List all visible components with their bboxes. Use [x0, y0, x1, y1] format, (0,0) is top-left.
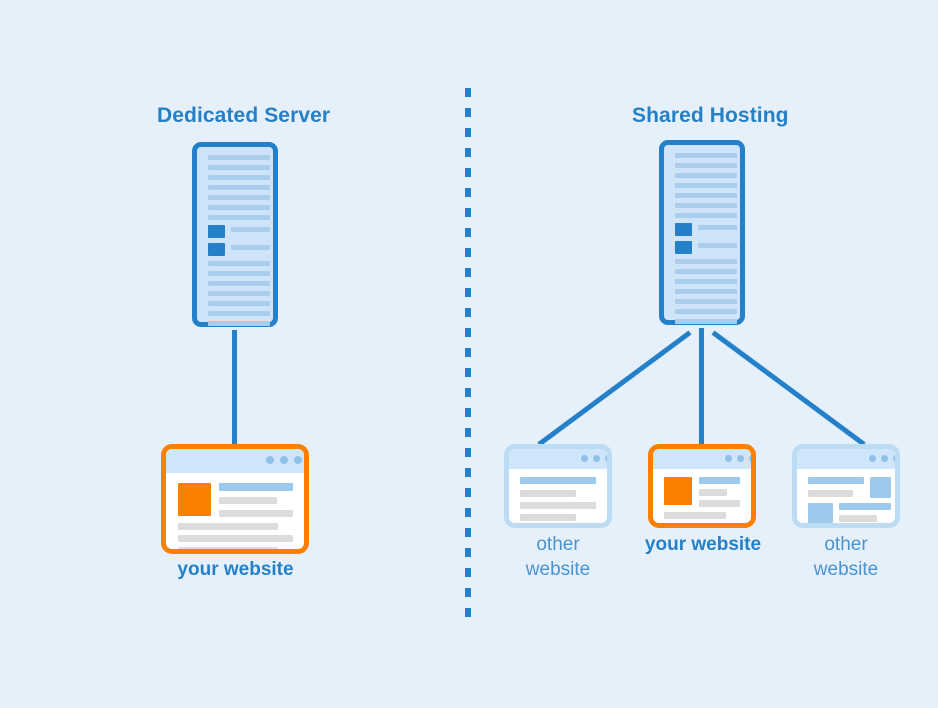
- content-headline-bar: [839, 503, 891, 510]
- window-dot-icon: [881, 455, 888, 462]
- window-dots: [266, 456, 302, 464]
- site-caption-other-website-right: other website: [813, 534, 879, 580]
- window-dot-icon: [266, 456, 274, 464]
- content-text-bar: [520, 514, 576, 521]
- panel-title-dedicated-server: Dedicated Server: [157, 104, 331, 127]
- content-thumbnail: [870, 477, 891, 498]
- content-text-bar: [839, 515, 877, 522]
- site-card-your-website-shared[interactable]: [648, 444, 756, 528]
- browser-titlebar: [797, 449, 895, 469]
- content-text-bar: [520, 502, 596, 509]
- content-headline-bar: [219, 483, 293, 491]
- content-thumbnail: [808, 503, 833, 523]
- content-text-bar: [520, 490, 576, 497]
- shared-server-tower: [659, 140, 745, 325]
- window-dot-icon: [280, 456, 288, 464]
- panel-title-shared-hosting: Shared Hosting: [632, 104, 789, 127]
- connector-shared-server-to-other-website-right: [711, 330, 866, 447]
- connector-dedicated-server-to-your-website: [232, 330, 237, 445]
- window-dot-icon: [749, 455, 751, 462]
- shared-server-face: [669, 151, 737, 324]
- browser-titlebar: [653, 449, 751, 469]
- content-thumbnail: [178, 483, 211, 516]
- site-caption-other-website-left: other website: [525, 534, 591, 580]
- site-card-other-website-left[interactable]: [504, 444, 612, 528]
- window-dot-icon: [869, 455, 876, 462]
- content-text-bar: [178, 535, 293, 542]
- window-dot-icon: [605, 455, 607, 462]
- content-text-bar: [219, 497, 277, 504]
- vertical-dashed-divider: [465, 88, 471, 618]
- connector-shared-server-to-other-website-left: [537, 330, 692, 447]
- content-text-bar: [699, 489, 727, 496]
- content-text-bar: [664, 512, 726, 519]
- window-dots: [869, 455, 895, 462]
- window-dot-icon: [893, 455, 895, 462]
- window-dots: [725, 455, 751, 462]
- content-thumbnail: [664, 477, 692, 505]
- window-dot-icon: [725, 455, 732, 462]
- window-dot-icon: [581, 455, 588, 462]
- content-text-bar: [219, 510, 293, 517]
- window-dot-icon: [737, 455, 744, 462]
- content-headline-bar: [808, 477, 864, 484]
- site-caption-your-website-shared: your website: [644, 534, 762, 555]
- window-dots: [581, 455, 607, 462]
- dedicated-server-tower: [192, 142, 278, 327]
- site-card-your-website-dedicated[interactable]: [161, 444, 309, 554]
- window-dot-icon: [294, 456, 302, 464]
- content-text-bar: [178, 523, 278, 530]
- connector-shared-server-to-your-website: [699, 328, 704, 446]
- content-headline-bar: [520, 477, 596, 484]
- content-text-bar: [699, 500, 740, 507]
- browser-titlebar: [509, 449, 607, 469]
- dedicated-server-face: [202, 153, 270, 326]
- content-headline-bar: [699, 477, 740, 484]
- content-text-bar: [808, 490, 853, 497]
- window-dot-icon: [593, 455, 600, 462]
- content-text-bar: [178, 547, 278, 549]
- site-card-other-website-right[interactable]: [792, 444, 900, 528]
- site-caption-your-website-dedicated: your website: [177, 559, 294, 580]
